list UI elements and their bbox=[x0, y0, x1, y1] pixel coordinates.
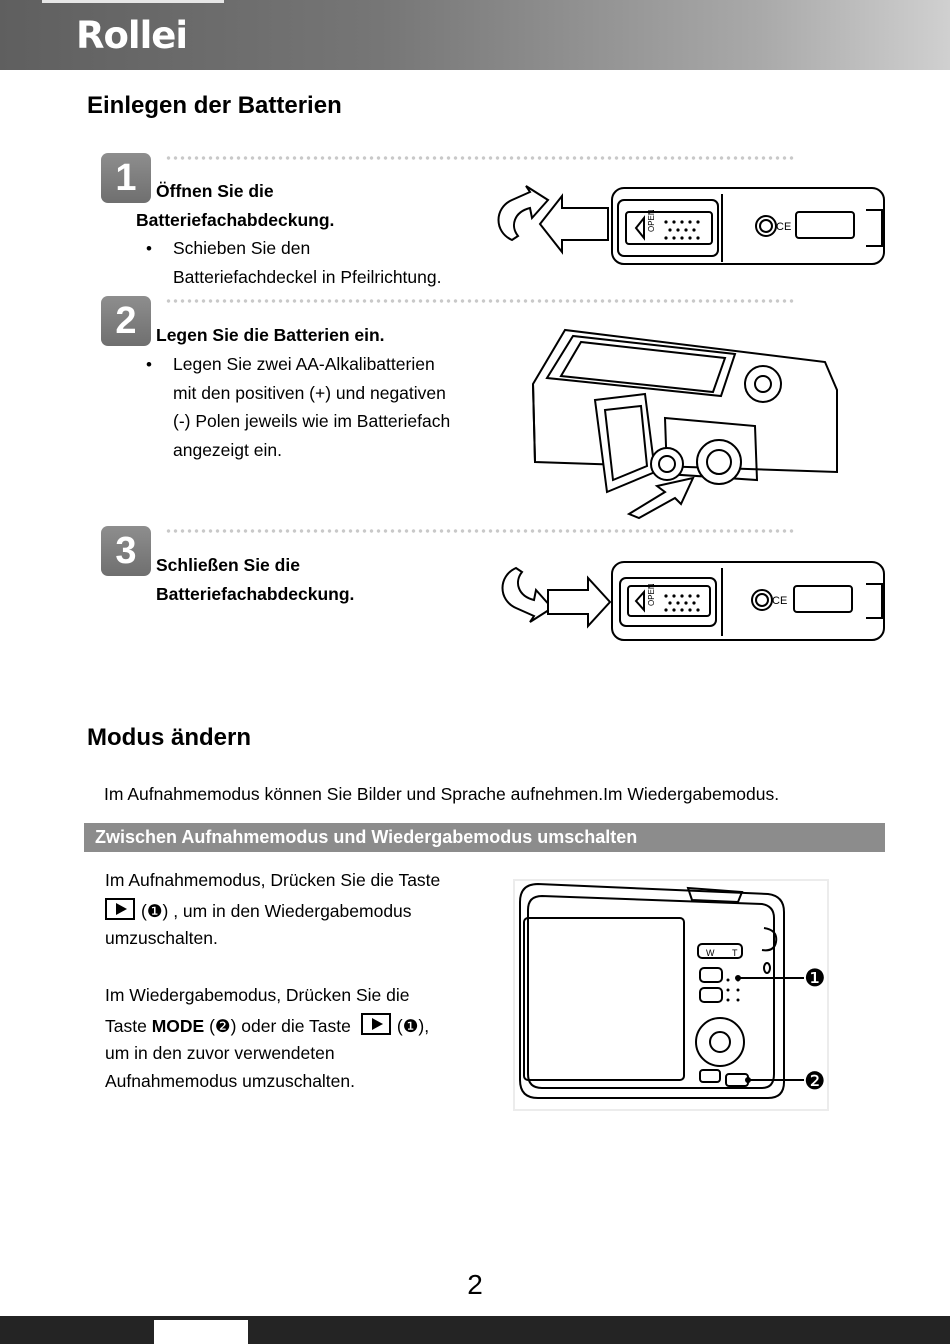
step2-heading: Legen Sie die Batterien ein. bbox=[156, 325, 385, 345]
figure-insert-batteries bbox=[531, 328, 838, 520]
page-header: Rollei bbox=[0, 0, 950, 70]
mode-intro-text: Im Aufnahmemodus können Sie Bilder und S… bbox=[104, 784, 780, 804]
open-label: OPEN bbox=[647, 209, 656, 232]
subsection-title: Zwischen Aufnahmemodus und Wiedergabemod… bbox=[95, 827, 638, 847]
playback-key-icon bbox=[105, 898, 135, 920]
rotate-arrow-icon bbox=[501, 566, 554, 623]
push-arrow-icon bbox=[626, 476, 695, 520]
step-badge-1: 1 bbox=[101, 153, 151, 203]
bullet-icon: • bbox=[146, 239, 152, 258]
callout-2: ❷ bbox=[804, 1067, 826, 1095]
step2-bullet-line3: (-) Polen jeweils wie im Batteriefach bbox=[173, 411, 451, 431]
left-arrow-icon bbox=[538, 193, 609, 255]
open-label: OPEN bbox=[647, 583, 656, 606]
dotted-divider bbox=[165, 299, 795, 303]
dotted-divider bbox=[165, 156, 795, 160]
figure-close-battery-cover: OPEN CE bbox=[501, 561, 885, 641]
figure-camera-back: W T ❶ ❷ bbox=[513, 879, 829, 1111]
header-accent-line bbox=[42, 0, 224, 3]
p2-line3: um in den zuvor verwendeten bbox=[105, 1043, 335, 1063]
step2-bullet-line2: mit den positiven (+) und negativen bbox=[173, 383, 446, 403]
p1-line2-text: (❶) , um in den Wiedergabemodus bbox=[141, 901, 412, 921]
p2-line2-part-c: (❶), bbox=[396, 1016, 430, 1036]
p2-line4: Aufnahmemodus umzuschalten. bbox=[105, 1071, 355, 1091]
page-number: 2 bbox=[467, 1269, 483, 1300]
step-badge-2: 2 bbox=[101, 296, 151, 346]
rotate-arrow-icon bbox=[497, 185, 550, 242]
step3-heading-line2: Batteriefachabdeckung. bbox=[156, 584, 355, 604]
figure-open-battery-cover: OPEN CE bbox=[497, 185, 885, 265]
p1-line1: Im Aufnahmemodus, Drücken Sie die Taste bbox=[105, 870, 441, 890]
right-arrow-icon bbox=[547, 575, 612, 629]
step2-bullet-line4: angezeigt ein. bbox=[173, 440, 282, 460]
step1-heading-line2: Batteriefachabdeckung. bbox=[136, 210, 335, 230]
p2-line2: Taste MODE (❷) oder die Taste (❶), bbox=[105, 1012, 429, 1041]
zoom-w-label: W bbox=[706, 948, 715, 958]
footer-block bbox=[154, 1320, 248, 1344]
step1-bullet-line2: Batteriefachdeckel in Pfeilrichtung. bbox=[173, 267, 442, 287]
dotted-divider bbox=[165, 529, 795, 533]
step1-heading-line1: Öffnen Sie die bbox=[156, 181, 274, 201]
subsection-bar: Zwischen Aufnahmemodus und Wiedergabemod… bbox=[84, 823, 885, 852]
section-title-batteries: Einlegen der Batterien bbox=[87, 92, 342, 119]
playback-key-icon bbox=[360, 1013, 391, 1035]
page-footer bbox=[0, 1316, 950, 1344]
zoom-t-label: T bbox=[732, 948, 738, 958]
p2-line2-part-a: Taste bbox=[105, 1016, 152, 1036]
step3-heading-line1: Schließen Sie die bbox=[156, 555, 300, 575]
step1-bullet-line1: Schieben Sie den bbox=[173, 238, 311, 258]
ce-mark: CE bbox=[772, 595, 787, 607]
p1-line2: (❶) , um in den Wiedergabemodus bbox=[105, 897, 412, 926]
p2-line2-part-b: (❷) oder die Taste bbox=[204, 1016, 351, 1036]
section-title-mode: Modus ändern bbox=[87, 724, 252, 751]
brand-logo: Rollei bbox=[76, 14, 188, 57]
mode-key-label: MODE bbox=[151, 1016, 205, 1036]
step-badge-3: 3 bbox=[101, 526, 151, 576]
ce-mark: CE bbox=[776, 221, 791, 233]
step2-bullet-line1: Legen Sie zwei AA-Alkalibatterien bbox=[173, 354, 435, 374]
p1-line3: umzuschalten. bbox=[105, 928, 218, 948]
p2-line1: Im Wiedergabemodus, Drücken Sie die bbox=[105, 985, 410, 1005]
bullet-icon: • bbox=[146, 355, 152, 374]
callout-1: ❶ bbox=[804, 964, 826, 992]
